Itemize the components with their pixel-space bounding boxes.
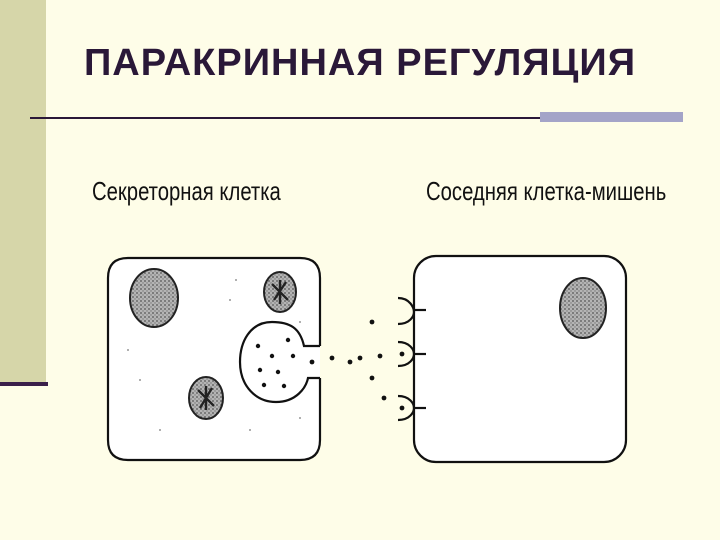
secretory-cell-nucleus xyxy=(129,268,179,328)
target-cell-nucleus xyxy=(559,277,607,339)
target-cell-label: Соседняя клетка-мишень xyxy=(426,176,667,206)
title-rule-line xyxy=(30,117,540,119)
membrane-receptors xyxy=(397,296,426,422)
left-decorative-band xyxy=(0,0,46,382)
vesicle-molecules xyxy=(255,337,296,389)
cytoplasm-specks xyxy=(127,279,301,431)
receptor xyxy=(397,296,416,326)
secretory-cell-label: Секреторная клетка xyxy=(92,176,281,206)
secreted-molecules xyxy=(309,319,387,401)
title-accent-bar xyxy=(540,112,683,122)
left-band-edge xyxy=(0,382,48,386)
slide-title: ПАРАКРИННАЯ РЕГУЛЯЦИЯ xyxy=(83,42,637,84)
bound-ligands xyxy=(399,351,405,411)
secretory-vesicle xyxy=(238,320,320,404)
chromosome-mark xyxy=(271,280,289,304)
chromosome-mark xyxy=(197,386,215,410)
